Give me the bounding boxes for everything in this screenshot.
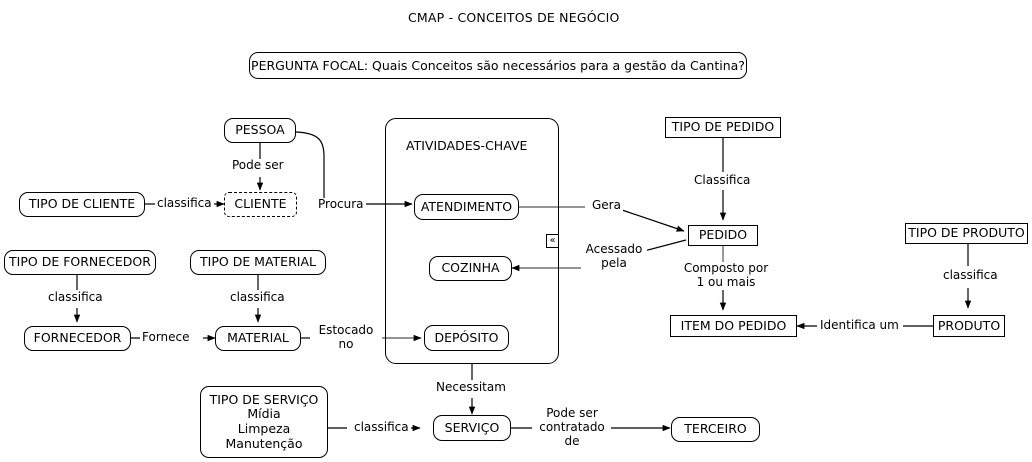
edge-label-procura: Procura xyxy=(316,197,366,212)
node-servico[interactable]: SERVIÇO xyxy=(433,415,511,441)
edge-label-classifica-fornecedor: classifica xyxy=(46,290,105,305)
tipo-de-servico-item-2: Manutenção xyxy=(225,435,303,451)
focal-question-box: PERGUNTA FOCAL: Quais Conceitos são nece… xyxy=(249,52,747,79)
node-cozinha[interactable]: COZINHA xyxy=(429,256,512,281)
page-title: CMAP - CONCEITOS DE NEGÓCIO xyxy=(408,10,620,25)
edge-label-contratado-line-2: contratado xyxy=(539,419,605,434)
node-fornecedor[interactable]: FORNECEDOR xyxy=(24,326,131,351)
node-cliente[interactable]: CLIENTE xyxy=(224,192,297,217)
node-terceiro[interactable]: TERCEIRO xyxy=(671,417,760,442)
node-atendimento[interactable]: ATENDIMENTO xyxy=(414,194,519,220)
tipo-de-servico-item-1: Limpeza xyxy=(237,421,291,436)
edge-label-estocado-line-1: Estocado xyxy=(318,323,374,337)
tipo-de-servico-title: TIPO DE SERVIÇO xyxy=(209,391,319,407)
node-tipo-de-servico[interactable]: TIPO DE SERVIÇO Mídia Limpeza Manutenção xyxy=(200,386,328,458)
edge-pessoa-procura-curve xyxy=(295,131,325,198)
node-item-do-pedido[interactable]: ITEM DO PEDIDO xyxy=(670,315,797,337)
edge-label-classifica-servico: classifica xyxy=(352,420,411,435)
group-atividades-chave-label: ATIVIDADES-CHAVE xyxy=(406,138,528,153)
edge-label-contratado-line-3: de xyxy=(564,433,580,448)
tipo-de-servico-item-0: Mídia xyxy=(247,406,281,422)
edge-label-estocado-line-2: no xyxy=(338,336,354,351)
edge-label-pode-ser: Pode ser xyxy=(230,158,286,173)
edge-label-composto-line-2: 1 ou mais xyxy=(696,274,756,289)
node-tipo-de-cliente[interactable]: TIPO DE CLIENTE xyxy=(19,192,145,217)
node-tipo-de-produto[interactable]: TIPO DE PRODUTO xyxy=(905,223,1028,244)
node-produto[interactable]: PRODUTO xyxy=(933,315,1005,337)
edge-label-classifica-material: classifica xyxy=(228,290,287,305)
node-tipo-de-material[interactable]: TIPO DE MATERIAL xyxy=(190,250,326,275)
edge-label-classifica-produto: classifica xyxy=(941,268,1000,283)
node-tipo-de-pedido[interactable]: TIPO DE PEDIDO xyxy=(665,117,781,138)
double-left-chevron-icon[interactable]: « xyxy=(546,234,559,248)
edge-label-composto-line-1: Composto por xyxy=(683,261,769,275)
edge-label-acessado-pela: Acessado pela xyxy=(581,242,647,271)
edge-label-contratado-line-1: Pode ser xyxy=(546,406,598,420)
edge-label-composto-por: Composto por 1 ou mais xyxy=(676,261,776,290)
edge-label-identifica-um: Identifica um xyxy=(818,318,901,333)
node-pedido[interactable]: PEDIDO xyxy=(688,225,758,246)
edge-label-fornece: Fornece xyxy=(140,330,192,345)
node-tipo-de-fornecedor[interactable]: TIPO DE FORNECEDOR xyxy=(4,250,156,275)
edge-label-estocado-no: Estocado no xyxy=(310,323,382,352)
edge-label-gera: Gera xyxy=(590,198,623,213)
edge-label-necessitam: Necessitam xyxy=(434,380,508,395)
node-pessoa[interactable]: PESSOA xyxy=(224,118,296,143)
edge-label-classifica-cliente: classifica xyxy=(155,196,214,211)
edge-label-classifica-pedido: Classifica xyxy=(692,173,753,188)
node-deposito[interactable]: DEPÓSITO xyxy=(424,325,509,351)
edge-label-pode-ser-contratado-de: Pode ser contratado de xyxy=(533,406,611,449)
edge-label-acessado-pela-line-2: pela xyxy=(601,255,627,270)
node-material[interactable]: MATERIAL xyxy=(215,326,301,351)
edge-gera-pedido xyxy=(621,209,685,232)
edge-label-acessado-pela-line-1: Acessado xyxy=(585,242,643,256)
